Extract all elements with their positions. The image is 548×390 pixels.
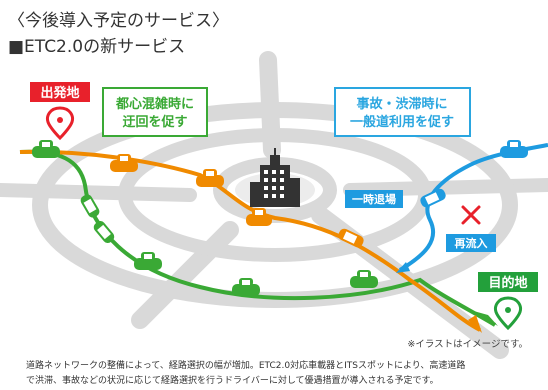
orange-route-arrowhead (468, 315, 482, 333)
detour-note-line2: 迂回を促す (122, 114, 187, 130)
car-icon (420, 188, 446, 208)
page-title: 〈今後導入予定のサービス〉 (8, 11, 229, 31)
caption-line1: 道路ネットワークの整備によって、経路選択の幅が増加。ETC2.0対応車載器とIT… (26, 361, 466, 371)
detour-note-box (102, 87, 208, 137)
blue-route-arrowhead (396, 262, 410, 273)
temp-exit-label-box (345, 190, 403, 208)
destination-label: 目的地 (488, 275, 527, 291)
origin-pin-icon (46, 106, 74, 141)
car-icon (232, 278, 260, 296)
building-icon (250, 148, 300, 207)
origin-label-box (30, 82, 90, 102)
outer-ring-road (32, 102, 518, 308)
green-route-arrowhead (470, 310, 498, 326)
origin-label: 出発地 (40, 85, 79, 101)
general-road-note-line2: 一般道利用を促す (350, 114, 454, 130)
car-icon (93, 220, 115, 244)
caption-line2: で洪滞、事故などの状況に応じて経路選択を行うドライバーに対して優遇措置が導入され… (26, 376, 439, 386)
middle-ring-road (118, 128, 432, 262)
route-green (19, 149, 497, 327)
illustration-note: ※イラストはイメージです。 (407, 339, 528, 350)
car-icon (500, 140, 528, 158)
road-east (343, 178, 548, 197)
car-icon (110, 154, 138, 172)
reentry-label-box (446, 234, 496, 252)
general-road-note-box (334, 87, 471, 137)
blocked-x-icon (461, 205, 481, 225)
car-icon (196, 169, 224, 187)
car-icon (350, 270, 378, 288)
cars (32, 140, 528, 296)
destination-pin-icon (494, 296, 522, 331)
reentry-label: 再流入 (455, 236, 488, 250)
road-west (0, 183, 197, 202)
detour-note-line1: 都心混雑時に (115, 96, 194, 112)
temp-exit-label: 一時退場 (352, 192, 396, 206)
destination-label-box (478, 272, 538, 292)
car-icon (134, 252, 162, 270)
car-icon (246, 208, 272, 226)
car-icon (32, 140, 60, 158)
section-subtitle: ■ETC2.0の新サービス (8, 37, 186, 57)
general-road-note-line1: 事故・渋滞時に (356, 96, 447, 112)
car-icon (80, 194, 100, 218)
car-icon (338, 228, 364, 248)
